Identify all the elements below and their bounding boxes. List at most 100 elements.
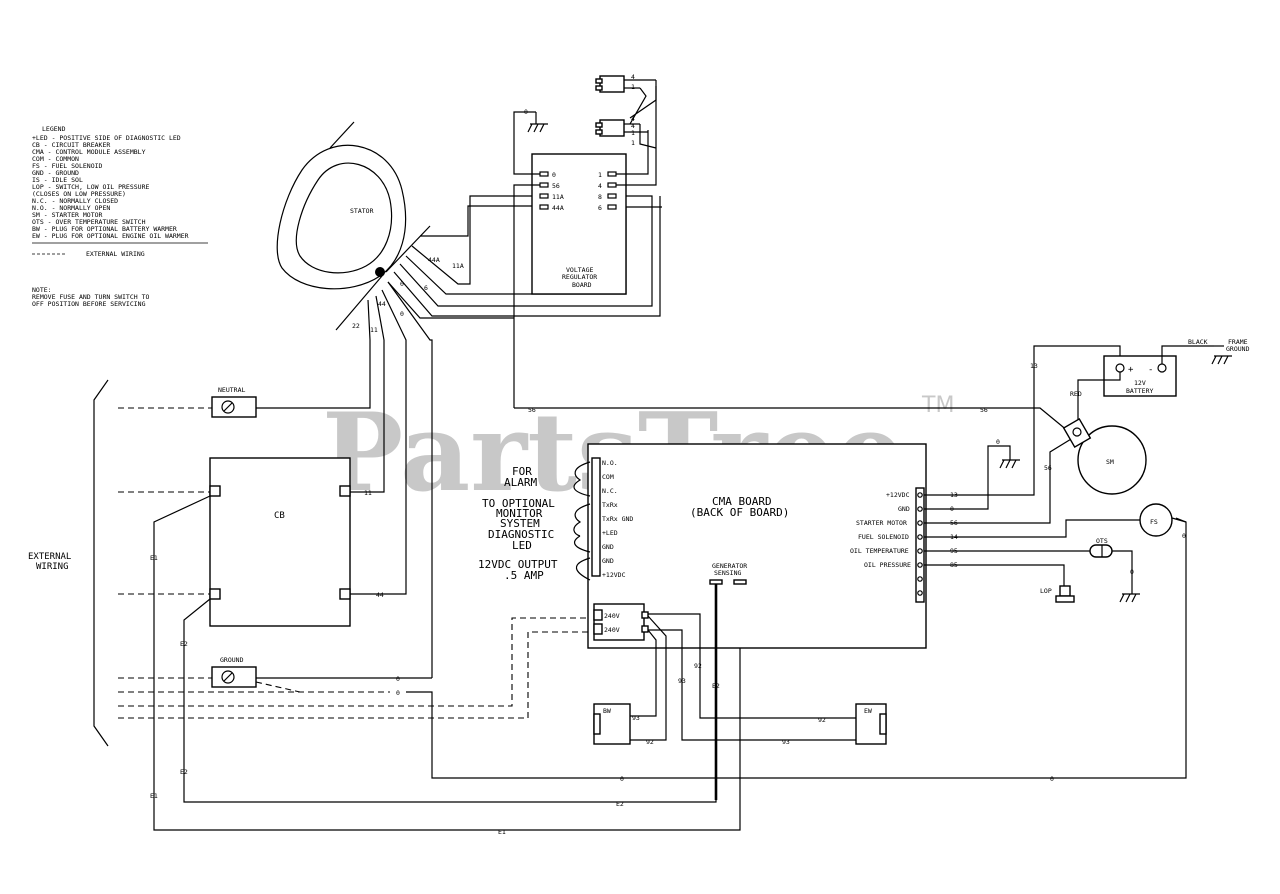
wire-label: 0 xyxy=(996,438,1000,446)
wire-label: 92 xyxy=(646,738,654,746)
wire-label: 56 xyxy=(980,406,988,414)
legend: LEGEND +LED - POSITIVE SIDE OF DIAGNOSTI… xyxy=(32,125,208,308)
wire-label: 0 xyxy=(400,310,404,318)
black-label: BLACK xyxy=(1188,338,1208,346)
legend-line: IS - IDLE SOL xyxy=(32,176,83,184)
fuel-solenoid: FS 0 xyxy=(1139,503,1187,540)
cma-left-pin: +LED xyxy=(602,529,618,537)
legend-line: N.C. - NORMALLY CLOSED xyxy=(32,197,118,205)
cma-title: CMA BOARD xyxy=(712,495,772,508)
cma-left-pin: GND xyxy=(602,557,614,565)
cma-left-pin: COM xyxy=(602,473,614,481)
wire-label: 93 xyxy=(782,738,790,746)
external-wiring-label: WIRING xyxy=(36,562,69,572)
cma-subtitle: (BACK OF BOARD) xyxy=(690,506,789,519)
cma-right-pin: OIL PRESSURE xyxy=(864,561,911,569)
wire-label: 93 xyxy=(678,677,686,685)
battery-label: 12V xyxy=(1134,379,1146,387)
wire-label: 0 xyxy=(620,775,624,783)
frame-ground-label: FRAME xyxy=(1228,338,1248,346)
cma-left-group: MONITOR xyxy=(496,507,543,520)
starter-motor: SM xyxy=(1062,418,1147,495)
vr-ground-label: 0 xyxy=(524,108,528,116)
fs-label: FS xyxy=(1150,518,1158,526)
wire-label: 11 xyxy=(364,489,372,497)
wire-label: E1 xyxy=(150,554,158,562)
plug-pin: 1 xyxy=(631,139,635,147)
wire-label: 0 xyxy=(1050,775,1054,783)
ots-switch: OTS 0 xyxy=(1089,537,1140,603)
cma-left-group: SYSTEM xyxy=(500,517,540,530)
cma-240v: 240V xyxy=(604,612,620,620)
legend-line: COM - COMMON xyxy=(32,155,79,163)
battery-plus: + xyxy=(1128,365,1134,375)
battery: + - 12V BATTERY BLACK FRAME GROUND RED xyxy=(1070,338,1250,428)
plug-pin: 4 xyxy=(631,73,635,81)
wire-label: 13 xyxy=(1030,362,1038,370)
voltage-regulator-board: VOLTAGE REGULATOR BOARD 0 56 11A 44A 1 4… xyxy=(513,86,657,408)
wire-label: 0 xyxy=(400,280,404,288)
ots-label: OTS xyxy=(1096,537,1108,545)
vr-plugs: 4 1 4 4 1 1 0 xyxy=(524,73,657,149)
battery-minus: - xyxy=(1148,365,1153,375)
cma-right-pin: FUEL SOLENOID xyxy=(858,533,909,541)
watermark-tm: TM xyxy=(921,393,954,418)
cma-left-pin: +12VDC xyxy=(602,571,626,579)
cma-left-group: .5 AMP xyxy=(504,569,544,582)
plug-pin: 4 xyxy=(631,115,635,123)
legend-line: OTS - OVER TEMPERATURE SWITCH xyxy=(32,218,146,226)
vr-label: REGULATOR xyxy=(562,273,597,281)
vr-pin: 6 xyxy=(598,204,602,212)
note-title: NOTE: xyxy=(32,286,52,294)
cma-left-group: FOR xyxy=(512,465,532,478)
wire-label: 44 xyxy=(376,591,384,599)
legend-line: (CLOSES ON LOW PRESSURE) xyxy=(32,190,126,198)
neutral-label: NEUTRAL xyxy=(218,386,245,394)
cb-label: CB xyxy=(274,511,285,521)
cma-left-pin: N.C. xyxy=(602,487,618,495)
battery-label: BATTERY xyxy=(1126,387,1153,395)
vr-pin: 4 xyxy=(598,182,602,190)
wire-label: E2 xyxy=(712,682,720,690)
vr-pin: 11A xyxy=(552,193,564,201)
wire-label: 0 xyxy=(1182,532,1186,540)
wire-label: E2 xyxy=(180,768,188,776)
plug-pin: 1 xyxy=(631,129,635,137)
note-line: OFF POSITION BEFORE SERVICING xyxy=(32,300,146,308)
cma-left-pin: GND xyxy=(602,543,614,551)
neutral-terminal: NEUTRAL xyxy=(118,386,257,418)
gen-sensing-wires: E2 xyxy=(712,584,720,800)
legend-line: FS - FUEL SOLENOID xyxy=(32,162,103,170)
legend-line: LOP - SWITCH, LOW OIL PRESSURE xyxy=(32,183,149,191)
legend-line: +LED - POSITIVE SIDE OF DIAGNOSTIC LED xyxy=(32,134,181,142)
cma-left-group: LED xyxy=(512,539,532,552)
bw-label: BW xyxy=(603,707,611,715)
wire-label: 11A xyxy=(452,262,464,270)
external-wiring-label: EXTERNAL xyxy=(28,552,71,562)
legend-line: CB - CIRCUIT BREAKER xyxy=(32,141,110,149)
ground-label: GROUND xyxy=(220,656,244,664)
cma-right-pin: STARTER MOTOR xyxy=(856,519,907,527)
cma-right-pin: OIL TEMPERATURE xyxy=(850,547,909,555)
wire-label: 0 xyxy=(1130,568,1134,576)
cma-right-wires: 13 0 56 14 95 85 13 0 56 xyxy=(924,345,1140,586)
wire-label: 92 xyxy=(818,716,826,724)
cma-left-group: ALARM xyxy=(504,476,537,489)
wire-label: 22 xyxy=(352,322,360,330)
wire-label: 0 xyxy=(396,689,400,697)
lop-switch: LOP xyxy=(1040,585,1075,603)
vr-pin: 44A xyxy=(552,204,564,212)
wire-label: 56 xyxy=(1044,464,1052,472)
cma-left-pin: N.O. xyxy=(602,459,618,467)
wire-label: 44A xyxy=(428,256,440,264)
wire-label: 56 xyxy=(528,406,536,414)
cma-right-pin: GND xyxy=(898,505,910,513)
stator: STATOR xyxy=(276,121,431,331)
cma-board: CMA BOARD (BACK OF BOARD) N.O. COM N.C. … xyxy=(478,443,927,649)
wire-label: 92 xyxy=(694,662,702,670)
wire-label: 44 xyxy=(378,300,386,308)
ew-label: EW xyxy=(864,707,872,715)
gen-sensing-label: GENERATOR xyxy=(712,562,747,570)
sm-label: SM xyxy=(1106,458,1114,466)
cma-left-group: TO OPTIONAL xyxy=(482,497,555,510)
